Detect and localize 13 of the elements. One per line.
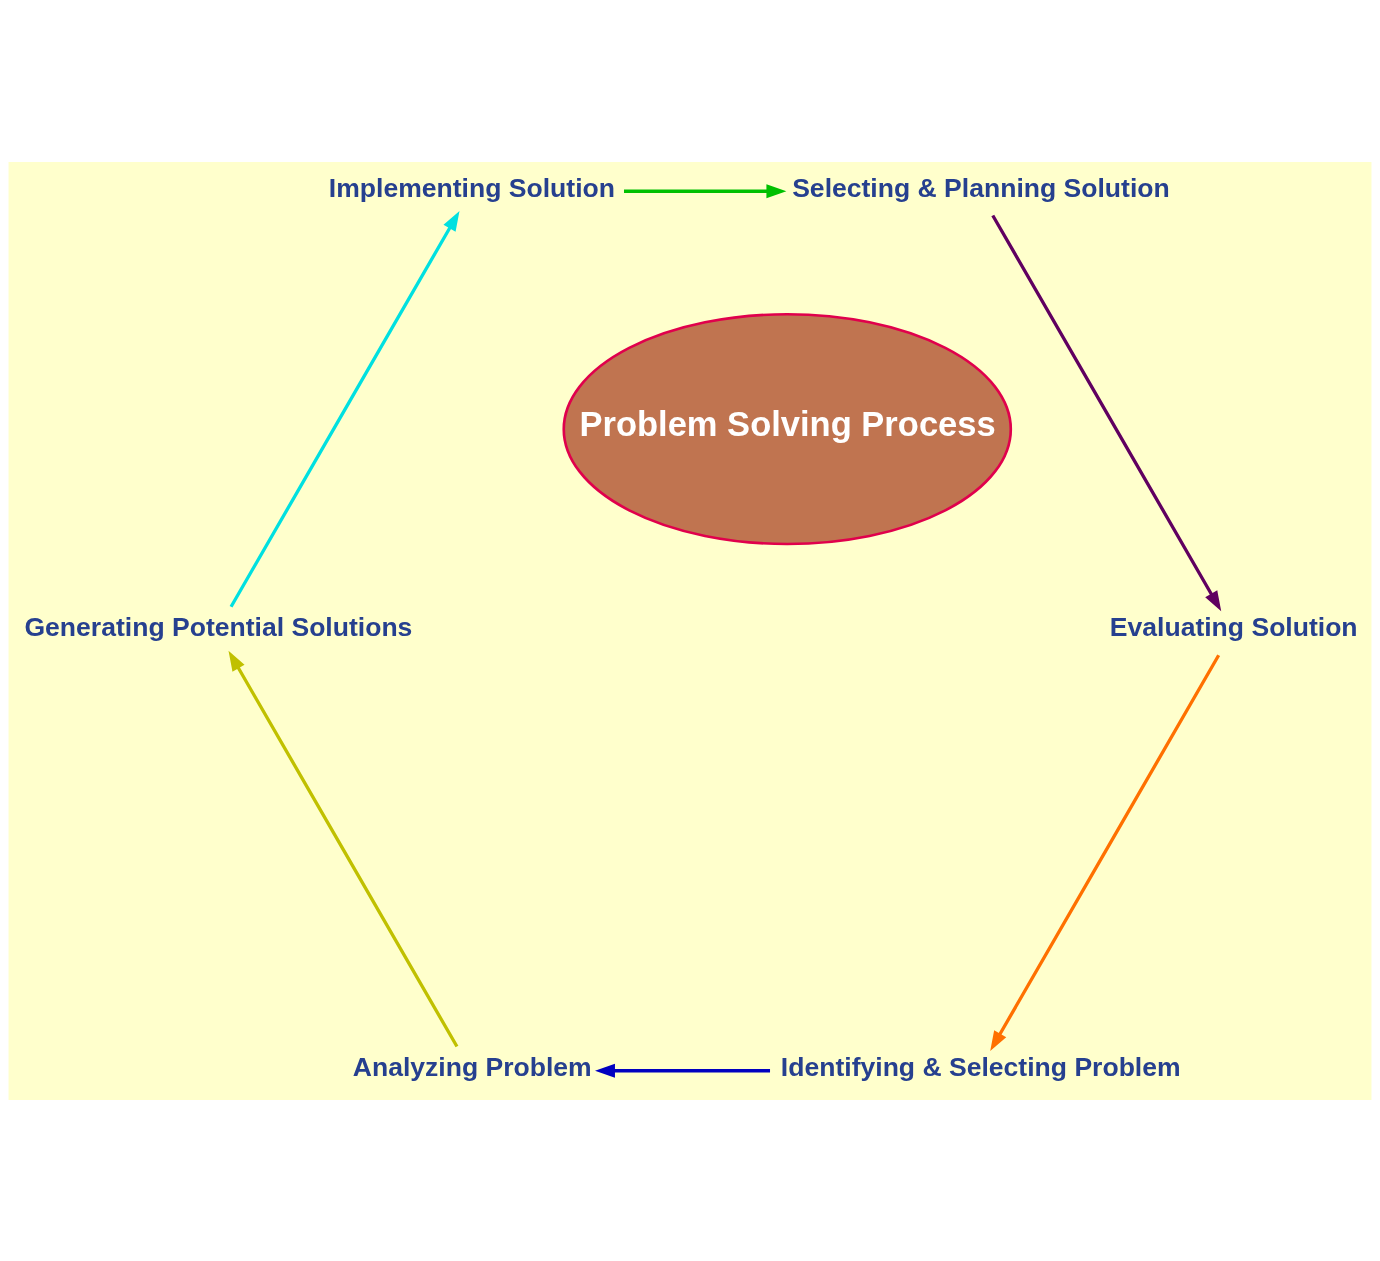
arrow [990,653,1221,1051]
node-ellipse: Problem Solving Process [562,312,1013,545]
node-text: Selecting & Planning Solution [792,172,1170,203]
arrow [991,214,1222,611]
node-text: Implementing Solution [328,172,615,203]
arrow [228,650,459,1047]
arrow [229,210,460,608]
arrow [595,1063,771,1078]
node-text: Generating Potential Solutions [24,611,413,642]
node-text: Evaluating Solution [1109,611,1358,642]
arrow [624,183,787,198]
node-text: Analyzing Problem [352,1051,592,1082]
node-text: Identifying & Selecting Problem [780,1051,1181,1082]
